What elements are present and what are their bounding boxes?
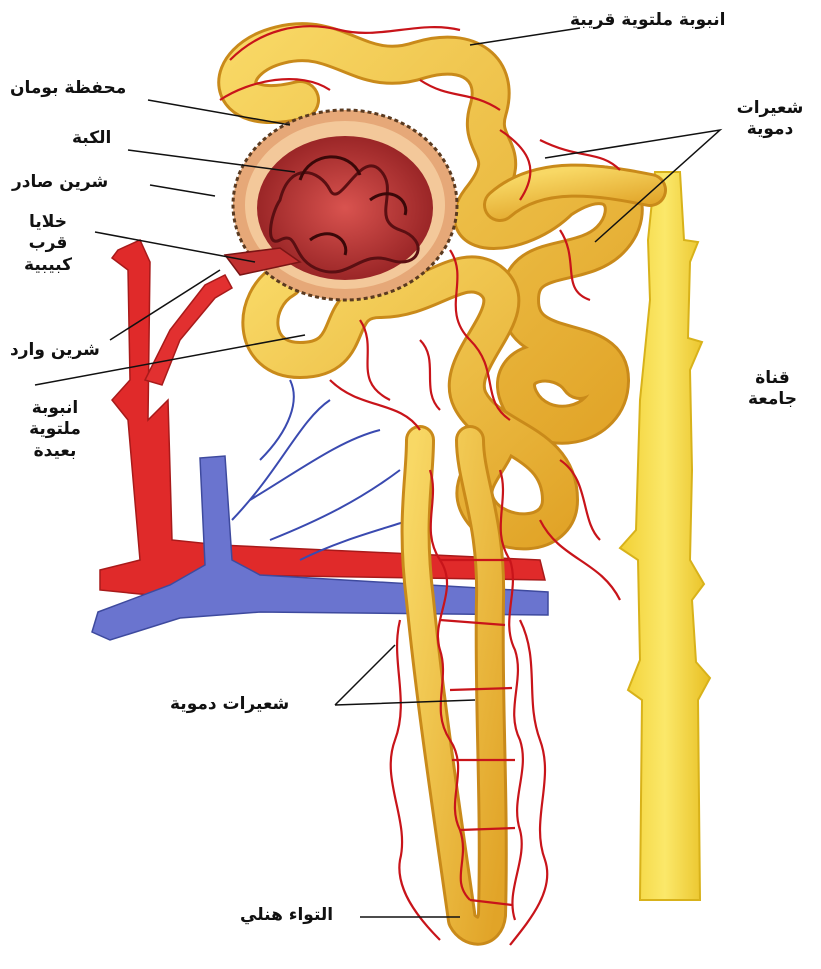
label-juxtaglomerular-cells: خلايا قرب كبيبية: [8, 212, 88, 276]
label-loop-of-henle: التواء هنلي: [240, 905, 333, 926]
collecting-duct: [620, 172, 710, 900]
label-collecting-duct-line1: قناة: [730, 368, 815, 389]
label-bowman-capsule: محفظة بومان: [10, 78, 126, 99]
label-juxtaglomerular-line2: قرب: [8, 233, 88, 254]
label-collecting-duct: قناة جامعة: [730, 368, 815, 411]
label-glomerulus: الكبة: [72, 128, 111, 149]
label-distal-line1: انبوبة: [10, 398, 100, 419]
label-capillaries-top: شعيرات دموية: [725, 98, 815, 141]
label-afferent-artery: شرين وارد: [10, 340, 100, 361]
label-capillaries-top-line2: دموية: [725, 119, 815, 140]
label-distal-line3: بعيدة: [10, 441, 100, 462]
label-distal-tubule: انبوبة ملتوية بعيدة: [10, 398, 100, 462]
label-collecting-duct-line2: جامعة: [730, 389, 815, 410]
label-distal-line2: ملتوية: [10, 419, 100, 440]
label-efferent-artery: شرين صادر: [12, 172, 108, 193]
label-juxtaglomerular-line1: خلايا: [8, 212, 88, 233]
label-capillaries-top-line1: شعيرات: [725, 98, 815, 119]
label-capillaries-bottom: شعيرات دموية: [170, 694, 289, 715]
label-proximal-tubule: انبوبة ملتوية قريبة: [570, 10, 725, 31]
label-juxtaglomerular-line3: كبيبية: [8, 255, 88, 276]
